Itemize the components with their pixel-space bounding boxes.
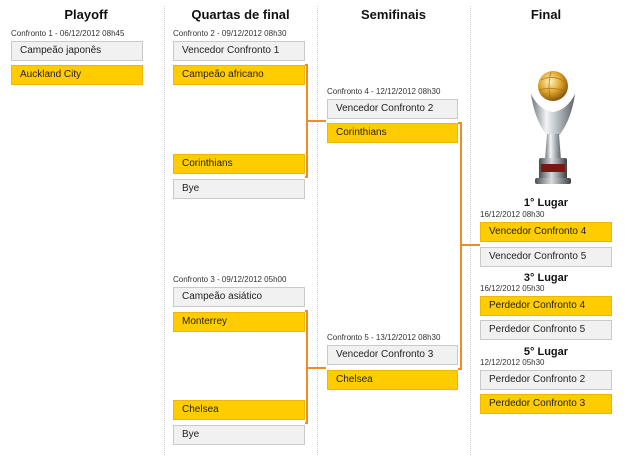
col-title-quarters: Quartas de final [191,7,290,22]
bracket-connector [460,244,480,246]
bracket-connector [460,122,462,370]
team-slot-bye[interactable]: Bye [173,425,305,445]
team-slot-winner[interactable]: Campeão africano [173,65,305,85]
match-caption: 12/12/2012 05h30 [480,358,545,367]
match-caption: 16/12/2012 05h30 [480,284,545,293]
team-slot-winner[interactable]: Monterrey [173,312,305,332]
match-caption: Confronto 5 - 13/12/2012 08h30 [327,333,441,342]
team-slot[interactable]: Campeão japonês [11,41,143,61]
match-caption: Confronto 4 - 12/12/2012 08h30 [327,87,441,96]
team-slot[interactable]: Perdedor Confronto 5 [480,320,612,340]
col-title-semis: Semifinais [360,7,427,22]
team-slot-winner[interactable]: Auckland City [11,65,143,85]
match-caption: Confronto 2 - 09/12/2012 08h30 [173,29,287,38]
team-slot-winner[interactable]: Vencedor Confronto 4 [480,222,612,242]
bracket-connector [306,120,326,122]
column-divider [470,6,471,455]
team-slot-winner[interactable]: Perdedor Confronto 4 [480,296,612,316]
team-slot-winner[interactable]: Chelsea [173,400,305,420]
team-slot-winner[interactable]: Perdedor Confronto 3 [480,394,612,414]
place-title-fifth: 5° Lugar [523,346,569,358]
team-slot[interactable]: Vencedor Confronto 5 [480,247,612,267]
team-slot[interactable]: Campeão asiático [173,287,305,307]
match-caption: Confronto 1 - 06/12/2012 08h45 [11,29,125,38]
bracket-connector [306,367,326,369]
team-slot[interactable]: Vencedor Confronto 3 [327,345,458,365]
match-caption: 16/12/2012 08h30 [480,210,545,219]
place-title-third: 3° Lugar [523,272,569,284]
place-title-first: 1° Lugar [523,197,569,209]
column-divider [164,6,165,455]
team-slot-winner[interactable]: Corinthians [173,154,305,174]
team-slot[interactable]: Perdedor Confronto 2 [480,370,612,390]
team-slot-bye[interactable]: Bye [173,179,305,199]
col-title-final: Final [530,7,562,22]
match-caption: Confronto 3 - 09/12/2012 05h00 [173,275,287,284]
col-title-playoff: Playoff [64,7,108,22]
team-slot-winner[interactable]: Corinthians [327,123,458,143]
team-slot-winner[interactable]: Chelsea [327,370,458,390]
team-slot[interactable]: Vencedor Confronto 1 [173,41,305,61]
team-slot[interactable]: Vencedor Confronto 2 [327,99,458,119]
column-divider [317,6,318,455]
trophy-icon [531,71,575,184]
